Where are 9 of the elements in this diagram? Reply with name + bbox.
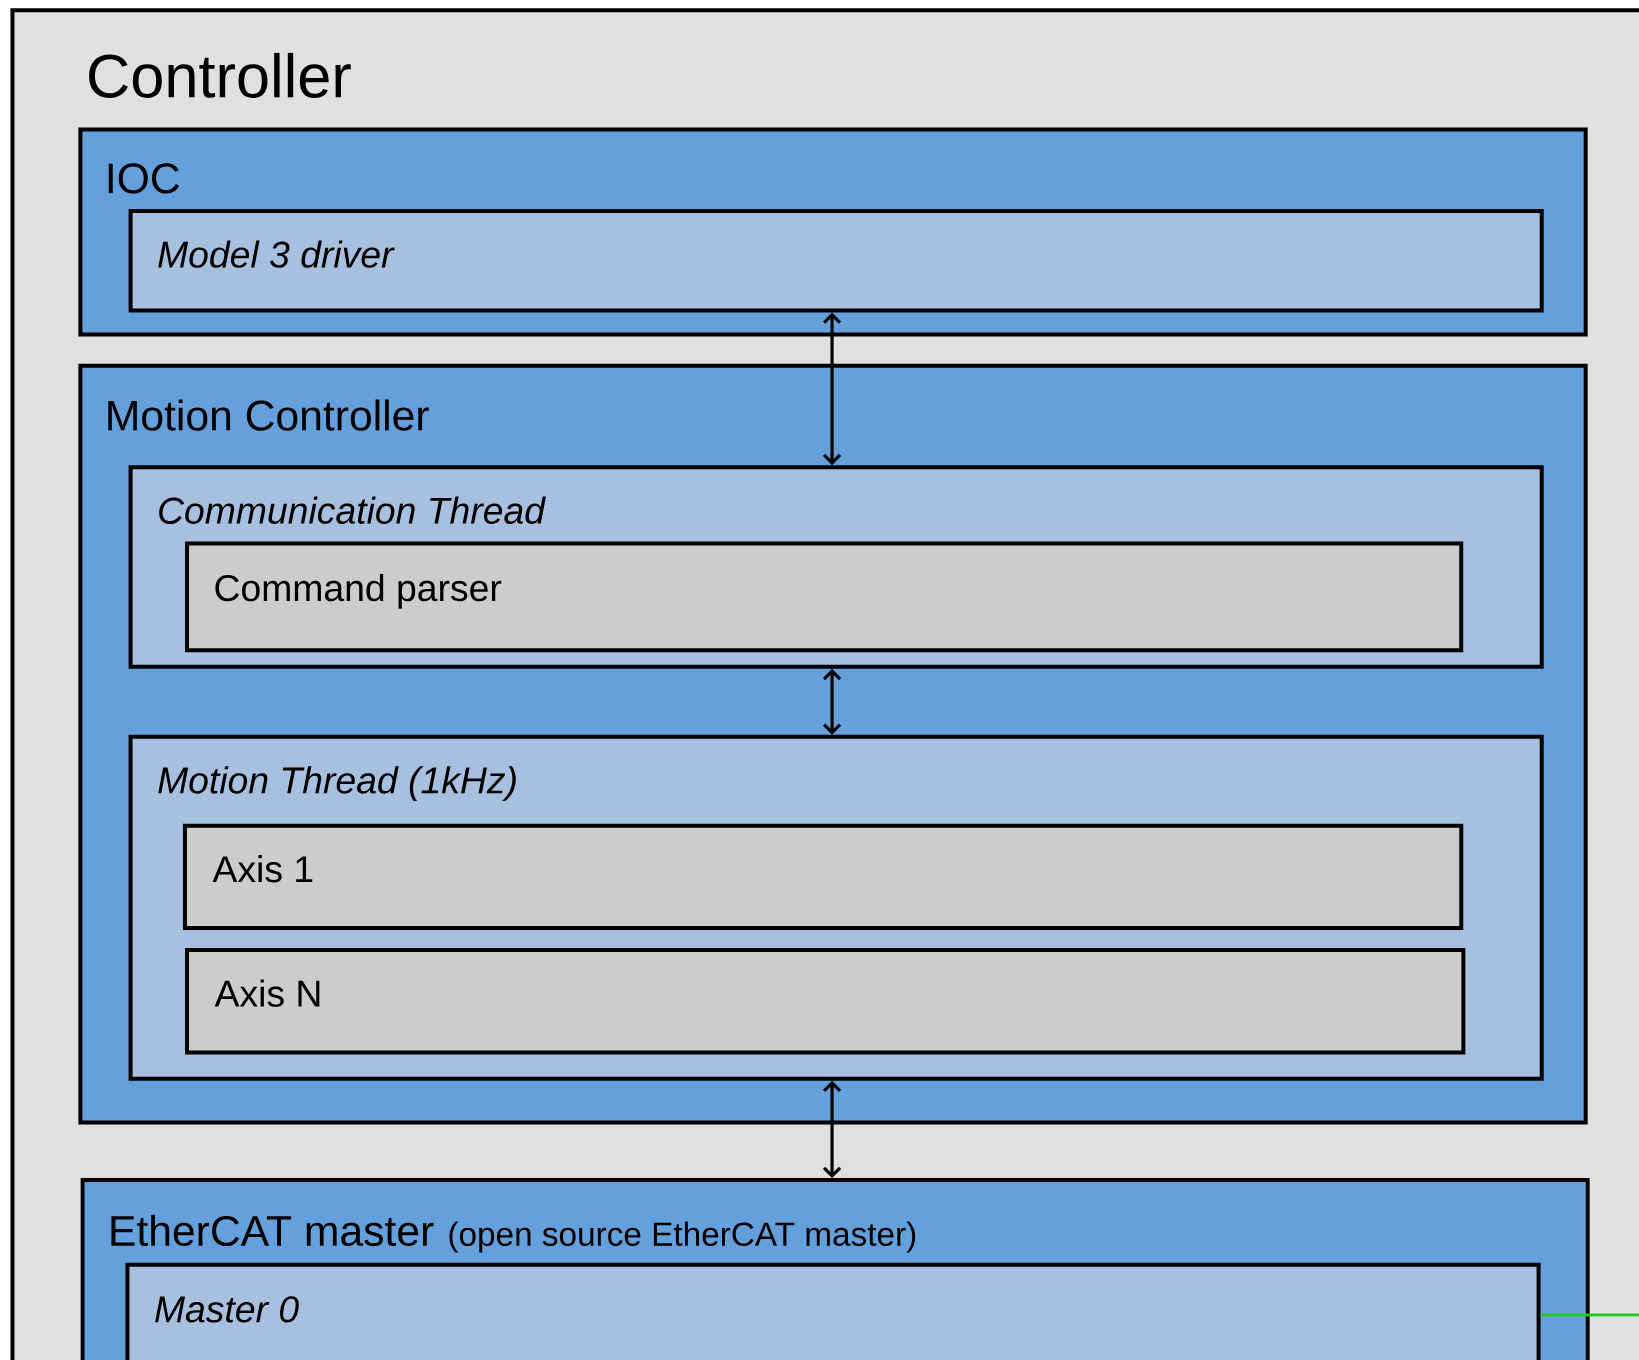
arrow xyxy=(822,1080,842,1179)
arrow xyxy=(822,312,842,466)
process-box: Axis 1 xyxy=(182,823,1464,931)
connector-line xyxy=(1540,1313,1639,1317)
process-box: Model 3 driver xyxy=(128,209,1544,313)
arrow xyxy=(822,668,842,735)
process-box: Axis N xyxy=(185,948,1466,1055)
process-box: Master 0 xyxy=(125,1262,1541,1360)
process-box: Command parser xyxy=(185,541,1464,653)
